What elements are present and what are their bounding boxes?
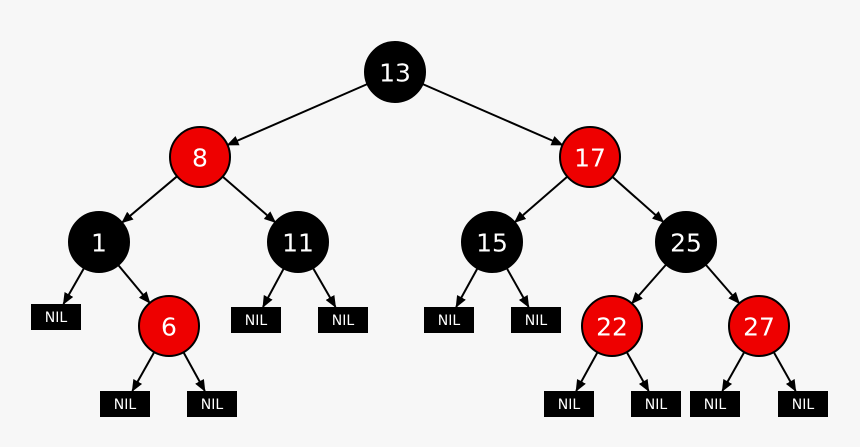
red-node-circle [581, 295, 643, 357]
nil-label: NIL [525, 313, 548, 329]
edge-n22-nil9 [625, 351, 650, 392]
nil-label: NIL [201, 397, 224, 413]
nil-leaf: NIL [424, 307, 474, 333]
edge-n13-n17 [422, 83, 564, 146]
edge-n25-n27 [704, 263, 741, 305]
nil-label: NIL [245, 313, 268, 329]
node-label: 27 [743, 313, 775, 342]
tree-node-17: 17 [559, 126, 621, 188]
edge-n25-n22 [631, 263, 667, 305]
black-node-circle [655, 211, 717, 273]
nil-leaf: NIL [511, 307, 561, 333]
black-node-circle [461, 211, 523, 273]
nil-box [31, 304, 81, 330]
nil-leaf: NIL [631, 391, 681, 417]
edge-n8-n11 [222, 175, 277, 224]
tree-node-1: 1 [68, 211, 130, 273]
nil-label: NIL [114, 397, 137, 413]
red-node-circle [169, 126, 231, 188]
node-label: 11 [282, 229, 314, 258]
edge-n11-nil2 [262, 267, 285, 308]
nil-leaf: NIL [187, 391, 237, 417]
edge-n17-n15 [513, 175, 568, 224]
tree-node-13: 13 [364, 41, 426, 103]
nil-box [631, 391, 681, 417]
red-node-circle [728, 295, 790, 357]
nil-label: NIL [332, 313, 355, 329]
edge-n6-nil7 [182, 351, 206, 392]
nil-label: NIL [645, 397, 668, 413]
nil-leaf: NIL [778, 391, 828, 417]
edge-n8-n1 [121, 175, 178, 224]
nil-box [690, 391, 740, 417]
nil-leaf: NIL [231, 307, 281, 333]
node-label: 25 [670, 229, 702, 258]
black-node-circle [68, 211, 130, 273]
tree-node-15: 15 [461, 211, 523, 273]
tree-node-6: 6 [138, 295, 200, 357]
edge-n15-nil5 [505, 267, 530, 308]
edge-n15-nil4 [455, 267, 479, 308]
edge-n27-nil10 [721, 351, 746, 392]
nil-leaf: NIL [318, 307, 368, 333]
nil-leaf: NIL [100, 391, 150, 417]
nil-box [100, 391, 150, 417]
nil-box [544, 391, 594, 417]
nil-leaf: NIL [31, 304, 81, 330]
nil-leaf: NIL [690, 391, 740, 417]
tree-node-11: 11 [267, 211, 329, 273]
edge-n27-nil11 [772, 351, 797, 392]
tree-node-27: 27 [728, 295, 790, 357]
node-label: 8 [192, 144, 208, 173]
edges [62, 83, 797, 392]
nil-box [511, 307, 561, 333]
tree-node-8: 8 [169, 126, 231, 188]
nil-label: NIL [704, 397, 727, 413]
edge-n6-nil6 [131, 351, 156, 392]
edge-n22-nil8 [575, 351, 599, 392]
node-label: 6 [161, 313, 177, 342]
nil-box [231, 307, 281, 333]
node-label: 17 [574, 144, 606, 173]
edge-n13-n8 [226, 83, 368, 146]
node-label: 13 [379, 59, 411, 88]
red-node-circle [559, 126, 621, 188]
nil-leaf: NIL [544, 391, 594, 417]
edge-n1-nil1 [62, 267, 85, 305]
node-label: 22 [596, 313, 628, 342]
red-node-circle [138, 295, 200, 357]
nil-label: NIL [558, 397, 581, 413]
black-node-circle [267, 211, 329, 273]
node-label: 1 [91, 229, 107, 258]
nil-label: NIL [438, 313, 461, 329]
edge-n11-nil3 [312, 267, 337, 308]
edge-n17-n25 [611, 176, 665, 223]
nil-label: NIL [792, 397, 815, 413]
nil-box [778, 391, 828, 417]
edge-n1-n6 [117, 264, 151, 304]
node-label: 15 [476, 229, 508, 258]
tree-node-22: 22 [581, 295, 643, 357]
tree-node-25: 25 [655, 211, 717, 273]
nil-box [424, 307, 474, 333]
nil-box [318, 307, 368, 333]
nil-box [187, 391, 237, 417]
nil-label: NIL [45, 310, 68, 326]
black-node-circle [364, 41, 426, 103]
